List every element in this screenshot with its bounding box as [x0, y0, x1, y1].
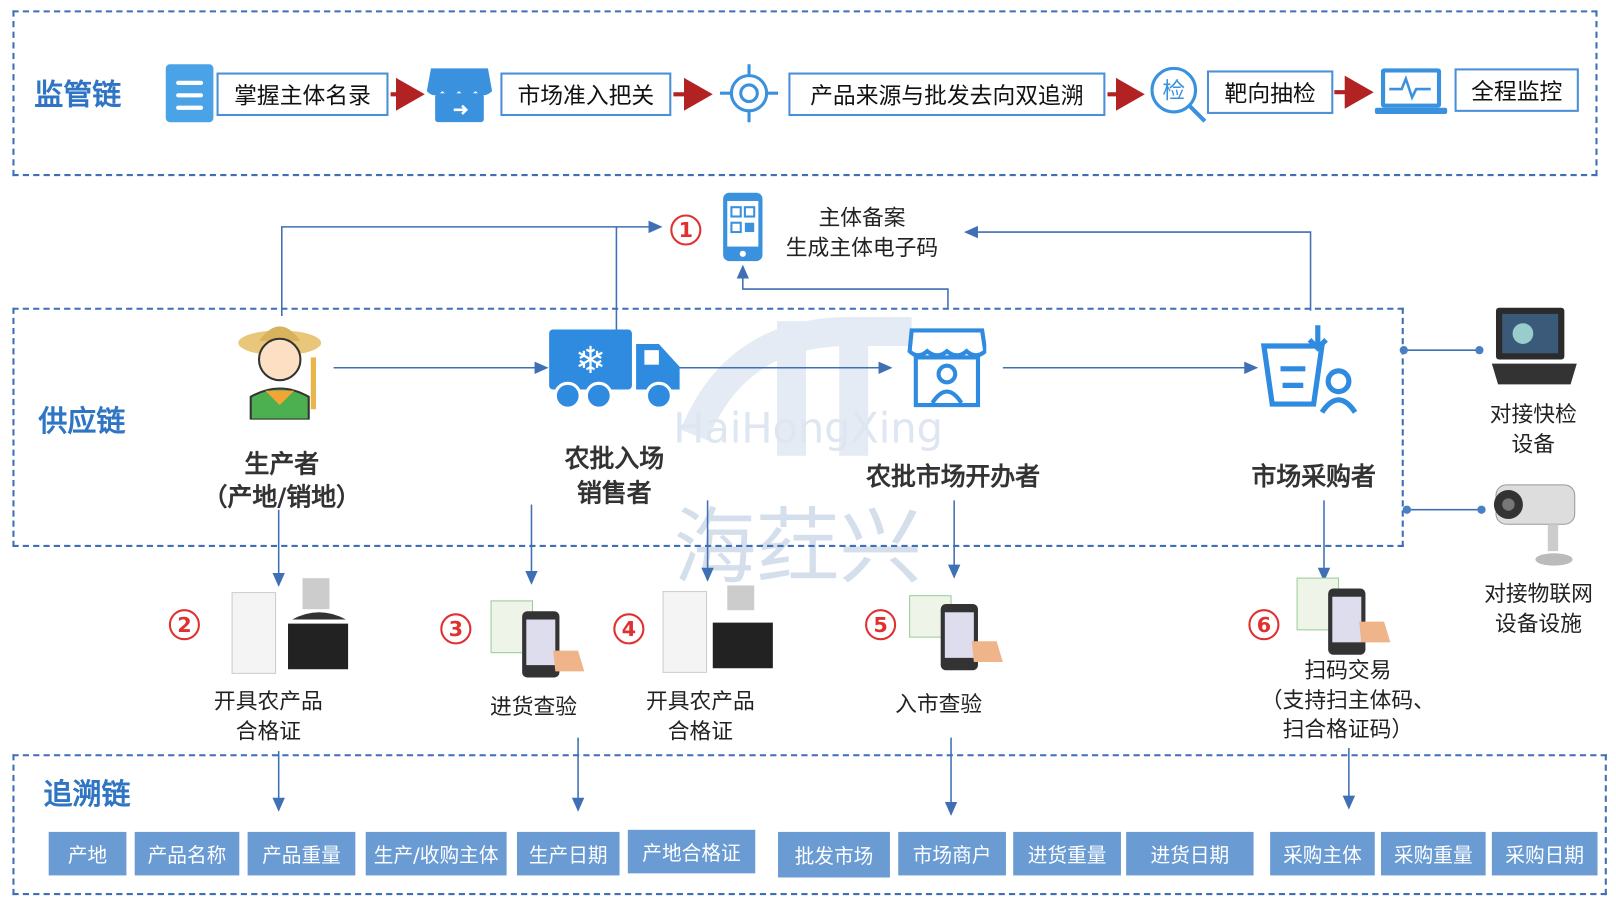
trace-field-wholesale-market: 批发市场 [778, 831, 890, 878]
producer-label: 生产者 [244, 449, 320, 479]
step6-label-1: 扫码交易 [1304, 657, 1392, 683]
rapid-test-device-icon [1491, 306, 1580, 389]
target-trace-icon [718, 62, 780, 124]
inspect-icon-text: 检 [1162, 78, 1185, 104]
rapid-test-label-1: 对接快检 [1489, 401, 1577, 427]
iot-camera-icon [1490, 479, 1581, 570]
step-number-4: 4 [613, 613, 645, 645]
trace-field-buy-date: 采购日期 [1491, 831, 1598, 876]
step-market-access: 市场准入把关 [500, 72, 672, 117]
trace-field-origin-certificate: 产地合格证 [627, 829, 756, 874]
rapid-test-label-2: 设备 [1511, 432, 1556, 457]
market-operator-label: 农批市场开办者 [866, 462, 1041, 492]
buyer-cart-icon [1260, 323, 1359, 414]
trace-field-market-merchant: 市场商户 [898, 831, 1006, 876]
scan-check-icon [489, 599, 587, 682]
step-master-list: 掌握主体名录 [216, 72, 389, 117]
step2-label-1: 开具农产品 [213, 688, 323, 714]
step-number-5: 5 [865, 609, 897, 641]
iot-label-2: 设备设施 [1494, 611, 1582, 637]
qr-phone-icon [722, 192, 763, 262]
step5-label: 入市查验 [895, 692, 983, 717]
supply-chain-title: 供应链 [38, 404, 126, 439]
certificate-printer-icon-2 [661, 585, 775, 676]
trace-field-purchase-date: 进货日期 [1126, 831, 1254, 876]
entry-check-scan-icon [908, 594, 1006, 677]
trace-field-origin: 产地 [48, 831, 127, 876]
watermark-cn: 海荭兴 [673, 499, 923, 596]
seller-label-2: 销售者 [577, 478, 652, 508]
svg-text:❄: ❄ [575, 338, 606, 382]
inspection-magnifier-icon: 检 [1148, 64, 1208, 124]
refrigerated-truck-icon: ❄ [549, 329, 682, 410]
watermark-logo [673, 311, 942, 456]
step-number-3: 3 [440, 613, 472, 645]
monitor-icon [1374, 66, 1448, 116]
step-number-6: 6 [1248, 609, 1280, 641]
trace-field-producer: 生产/收购主体 [365, 831, 507, 876]
trace-chain-title: 追溯链 [43, 777, 131, 812]
market-store-icon [426, 64, 493, 123]
clipboard-icon [165, 64, 214, 123]
trace-field-purchase-weight: 进货重量 [1013, 831, 1121, 876]
farmer-icon [236, 316, 331, 421]
supervision-chain-title: 监管链 [34, 77, 122, 112]
seller-label-1: 农批入场 [564, 444, 665, 474]
step-targeted-sampling: 靶向抽检 [1206, 70, 1334, 114]
step-number-2: 2 [168, 609, 200, 641]
trace-chain-region [12, 754, 1607, 896]
step-bidirectional-trace: 产品来源与批发去向双追溯 [788, 72, 1106, 117]
producer-sublabel: （产地/销地） [202, 482, 361, 512]
trace-field-product-name: 产品名称 [134, 831, 240, 876]
scan-trade-icon [1295, 576, 1393, 659]
certificate-printer-icon [230, 578, 352, 676]
trace-field-buyer: 采购主体 [1270, 831, 1375, 876]
supervision-chain-region [12, 10, 1598, 177]
trace-field-production-date: 生产日期 [516, 831, 620, 876]
trace-field-buy-weight: 采购重量 [1380, 831, 1486, 876]
iot-label-1: 对接物联网 [1484, 581, 1593, 607]
step2-label-2: 合格证 [235, 718, 301, 744]
step3-label: 进货查验 [490, 694, 578, 719]
market-operator-icon [907, 326, 988, 409]
trace-field-product-weight: 产品重量 [247, 831, 356, 876]
step4-label-2: 合格证 [667, 718, 733, 744]
registration-line2: 生成主体电子码 [785, 235, 939, 261]
step-full-monitoring: 全程监控 [1454, 68, 1579, 112]
step6-label-2: （支持扫主体码、 [1260, 687, 1435, 713]
buyer-label: 市场采购者 [1251, 462, 1376, 492]
step-number-1: 1 [670, 214, 702, 246]
registration-line1: 主体备案 [818, 205, 906, 230]
watermark-en: HaiHongXing [673, 405, 943, 453]
step4-label-1: 开具农产品 [645, 688, 755, 714]
step6-label-3: 扫合格证码） [1282, 716, 1414, 742]
